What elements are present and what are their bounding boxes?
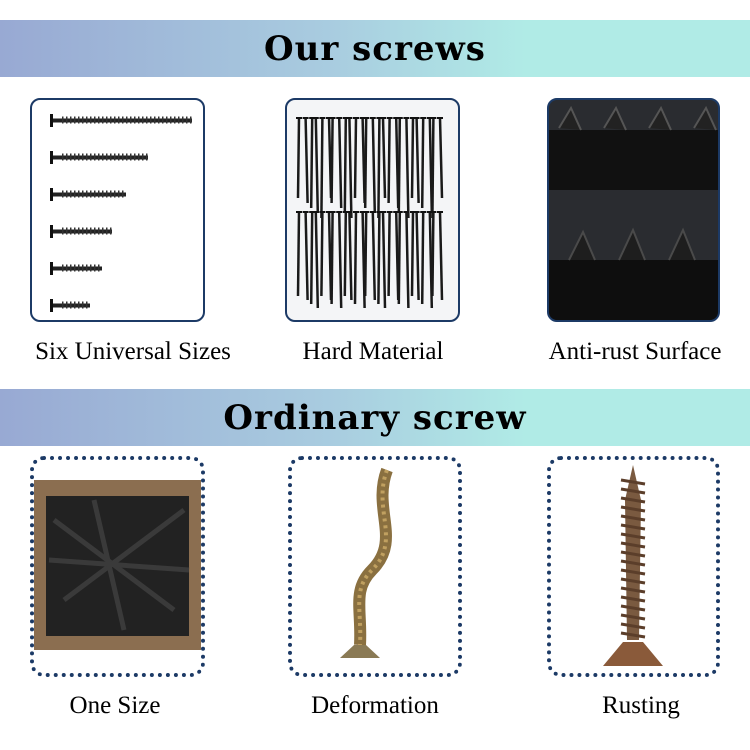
feature-label: Six Universal Sizes <box>35 338 231 365</box>
six-sizes-screws-image <box>30 98 205 322</box>
our-screws-banner: Our screws <box>0 20 750 77</box>
feature-label: Hard Material <box>302 338 444 365</box>
bent-screw-image <box>288 456 462 677</box>
section-title: Our screws <box>264 28 486 69</box>
screw-closeup-image <box>547 98 720 322</box>
feature-label: Anti-rust Surface <box>548 338 722 365</box>
rusty-screw-image <box>547 456 720 677</box>
feature-label: One Size <box>69 692 161 719</box>
section-title: Ordinary screw <box>223 397 527 438</box>
feature-label: Rusting <box>602 692 680 719</box>
pile-of-screws-image <box>285 98 460 322</box>
ordinary-screw-banner: Ordinary screw <box>0 389 750 446</box>
feature-label: Deformation <box>311 692 439 719</box>
box-of-screws-image <box>30 456 205 677</box>
